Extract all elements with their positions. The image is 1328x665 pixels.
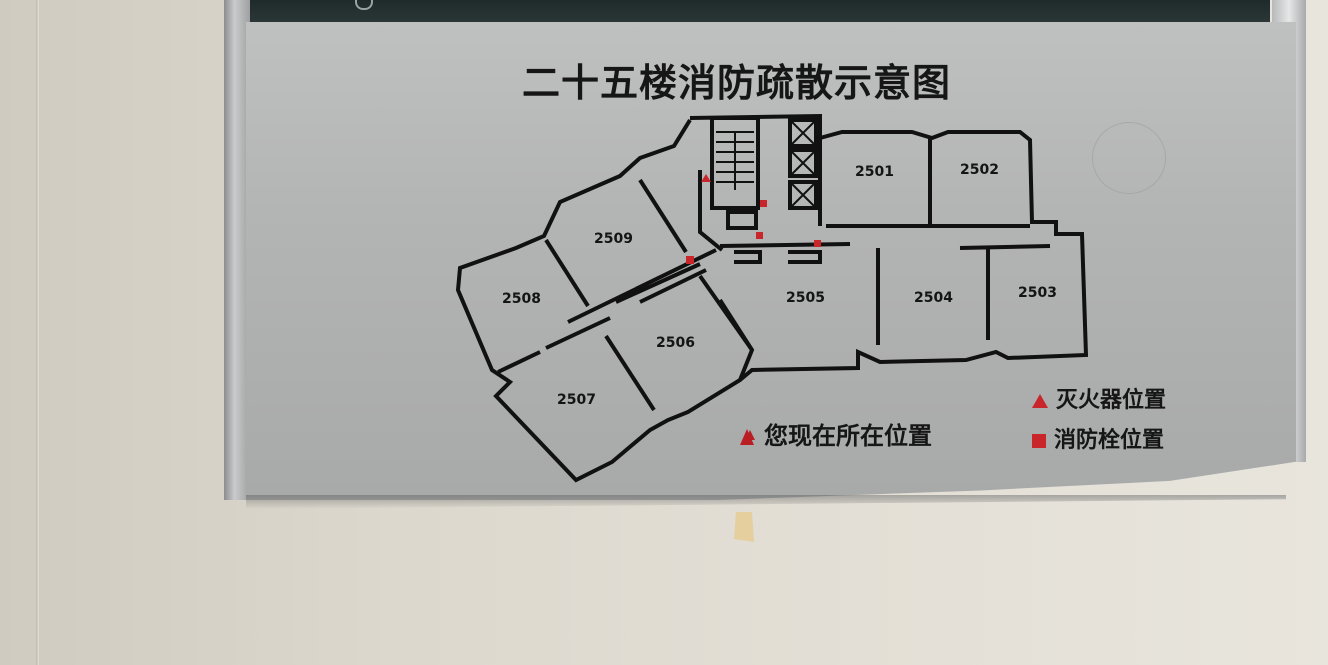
unit-label-2506: 2506 bbox=[656, 335, 695, 351]
unit-label-2507: 2507 bbox=[557, 392, 596, 408]
unit-label-2509: 2509 bbox=[594, 231, 633, 247]
wall-seam bbox=[36, 0, 39, 665]
triangle-icon bbox=[1032, 394, 1048, 408]
lift-2 bbox=[788, 148, 818, 178]
unit-label-2508: 2508 bbox=[502, 291, 541, 307]
unit-label-2502: 2502 bbox=[960, 162, 999, 178]
left-wing-outline bbox=[455, 118, 755, 483]
extinguisher-marker bbox=[701, 174, 711, 182]
pencil-scribble bbox=[1092, 122, 1166, 194]
lift-3 bbox=[788, 180, 818, 210]
unit-label-2503: 2503 bbox=[1018, 285, 1057, 301]
corridor-walls bbox=[639, 268, 754, 352]
arrow-up-icon bbox=[740, 429, 754, 445]
sign-top-bar bbox=[248, 0, 1270, 26]
hydrant-marker bbox=[814, 240, 821, 247]
lift-1 bbox=[788, 118, 818, 148]
unit-label-2504: 2504 bbox=[914, 290, 953, 306]
left-wing-partitions bbox=[497, 178, 717, 412]
evacuation-sign-panel bbox=[246, 22, 1296, 500]
unit-label-2501: 2501 bbox=[855, 164, 894, 180]
legend-hydrant: 消防栓位置 bbox=[1032, 422, 1164, 454]
hydrant-marker bbox=[686, 256, 694, 264]
right-wing-partitions bbox=[719, 138, 1051, 345]
sign-title: 二十五楼消防疏散示意图 bbox=[522, 61, 952, 105]
core-walls bbox=[689, 113, 822, 264]
lift-crosses bbox=[791, 121, 815, 207]
hydrant-marker bbox=[760, 200, 767, 207]
tape-strip bbox=[734, 512, 754, 542]
sign-frame-left bbox=[224, 0, 250, 500]
square-icon bbox=[1032, 434, 1046, 448]
legend-extinguisher: 灭火器位置 bbox=[1032, 382, 1166, 414]
legend-extinguisher-label: 灭火器位置 bbox=[1056, 388, 1167, 413]
unit-label-2505: 2505 bbox=[786, 290, 825, 306]
legend-you-are-here: 您现在所在位置 bbox=[740, 416, 932, 451]
right-wing-outline bbox=[738, 130, 1089, 382]
legend-you-are-here-label: 您现在所在位置 bbox=[764, 422, 932, 450]
stair-treads bbox=[716, 131, 754, 190]
sign-top-glyph bbox=[355, 0, 373, 10]
hydrant-marker bbox=[756, 232, 763, 239]
legend-hydrant-label: 消防栓位置 bbox=[1054, 428, 1165, 453]
